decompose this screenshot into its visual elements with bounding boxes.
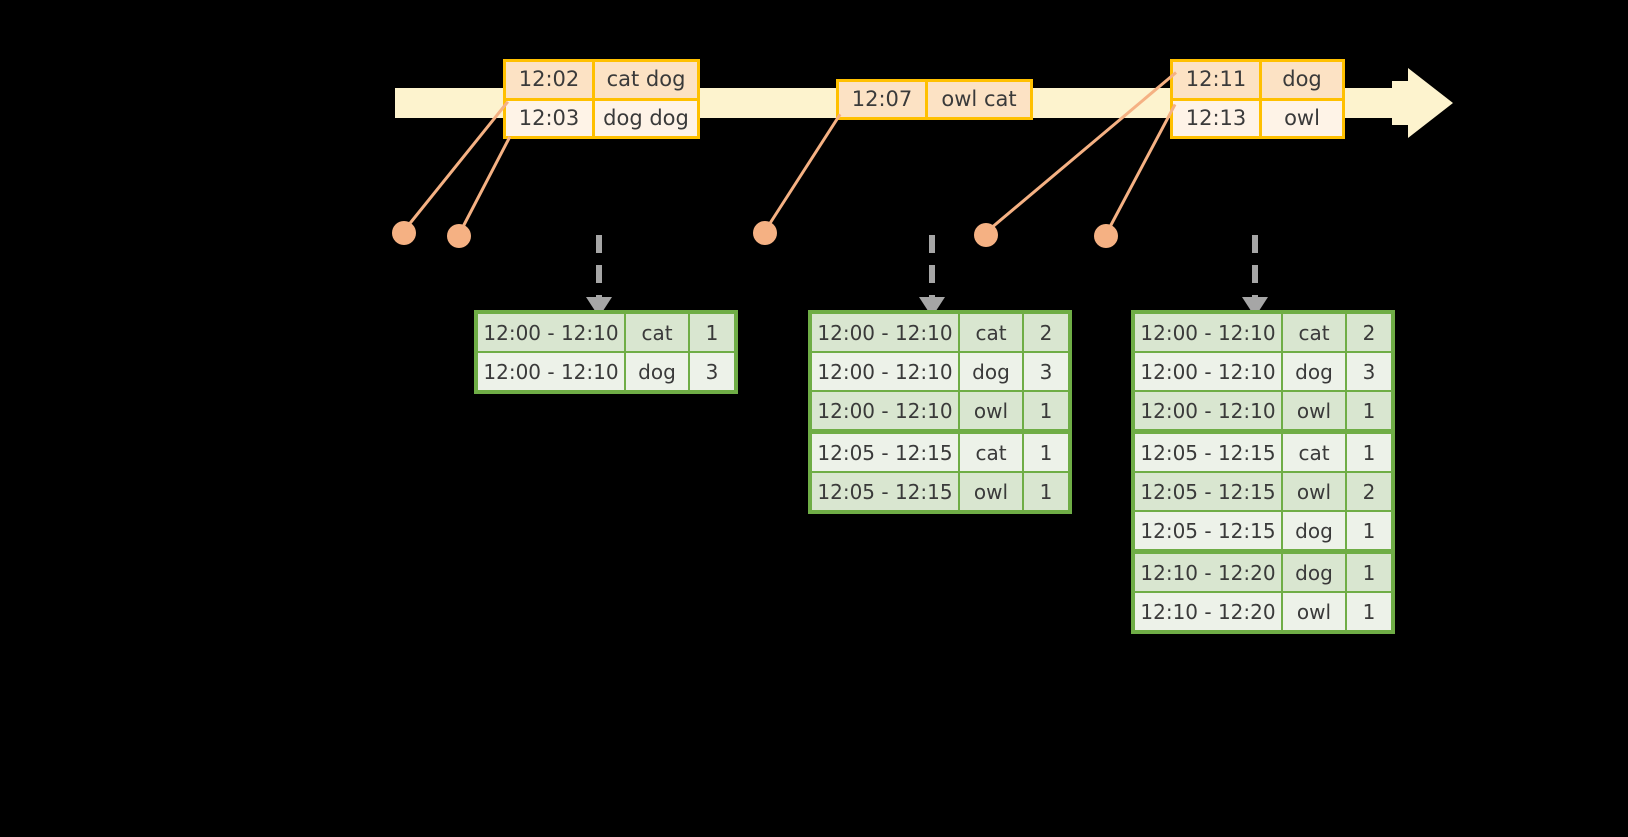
event-box-12-02-12-03[interactable]: 12:02 cat dog 12:03 dog dog (503, 59, 700, 139)
window-cell: 12:05 - 12:15 (812, 473, 958, 510)
word-cell: owl (1283, 593, 1345, 630)
count-cell: 1 (1347, 392, 1391, 429)
event-time: 12:07 (839, 82, 925, 117)
word-cell: owl (1283, 392, 1345, 429)
word-cell: dog (1283, 554, 1345, 591)
window-cell: 12:05 - 12:15 (1135, 512, 1281, 549)
count-cell: 3 (690, 353, 734, 390)
arrow-to-table-1 (596, 235, 602, 297)
event-row: 12:02 cat dog (506, 62, 697, 98)
count-cell: 1 (1024, 473, 1068, 510)
count-cell: 2 (1347, 314, 1391, 351)
count-cell: 1 (1024, 392, 1068, 429)
window-cell: 12:05 - 12:15 (1135, 434, 1281, 471)
window-cell: 12:00 - 12:10 (812, 392, 958, 429)
event-row: 12:11 dog (1173, 62, 1342, 98)
count-cell: 1 (1347, 554, 1391, 591)
arrow-to-table-3 (1252, 235, 1258, 297)
word-cell: dog (626, 353, 688, 390)
window-cell: 12:10 - 12:20 (1135, 554, 1281, 591)
count-cell: 3 (1347, 353, 1391, 390)
dot-12-13 (1094, 224, 1118, 248)
event-words: cat dog (592, 62, 697, 98)
count-cell: 1 (1347, 512, 1391, 549)
dot-12-07 (753, 221, 777, 245)
count-cell: 1 (690, 314, 734, 351)
window-cell: 12:00 - 12:10 (1135, 392, 1281, 429)
count-cell: 1 (1347, 434, 1391, 471)
window-cell: 12:10 - 12:20 (1135, 593, 1281, 630)
event-box-12-07[interactable]: 12:07 owl cat (836, 79, 1033, 120)
word-cell: cat (1283, 434, 1345, 471)
line-12-07 (764, 113, 842, 231)
event-words: owl cat (925, 82, 1030, 117)
window-cell: 12:00 - 12:10 (812, 314, 958, 351)
window-cell: 12:00 - 12:10 (812, 353, 958, 390)
dot-12-11 (974, 223, 998, 247)
event-row: 12:03 dog dog (506, 97, 697, 136)
word-cell: owl (960, 392, 1022, 429)
event-time: 12:03 (506, 100, 592, 136)
word-cell: cat (960, 314, 1022, 351)
event-row: 12:13 owl (1173, 97, 1342, 136)
event-time: 12:13 (1173, 100, 1259, 136)
word-cell: dog (1283, 353, 1345, 390)
dot-12-03 (447, 224, 471, 248)
dot-12-02 (392, 221, 416, 245)
count-cell: 2 (1347, 473, 1391, 510)
timeline-arrow-head-icon (1408, 68, 1453, 138)
word-cell: cat (626, 314, 688, 351)
event-words: dog (1259, 62, 1342, 98)
word-cell: dog (1283, 512, 1345, 549)
window-cell: 12:00 - 12:10 (478, 314, 624, 351)
count-cell: 3 (1024, 353, 1068, 390)
timeline-arrow-stem (1392, 81, 1412, 125)
word-cell: owl (960, 473, 1022, 510)
word-cell: dog (960, 353, 1022, 390)
event-words: dog dog (592, 100, 697, 136)
event-time: 12:02 (506, 62, 592, 98)
window-cell: 12:05 - 12:15 (812, 434, 958, 471)
event-words: owl (1259, 100, 1342, 136)
window-cell: 12:00 - 12:10 (1135, 314, 1281, 351)
window-cell: 12:00 - 12:10 (1135, 353, 1281, 390)
count-cell: 1 (1024, 434, 1068, 471)
word-cell: cat (960, 434, 1022, 471)
arrow-to-table-2 (929, 235, 935, 297)
window-cell: 12:05 - 12:15 (1135, 473, 1281, 510)
event-box-12-11-12-13[interactable]: 12:11 dog 12:13 owl (1170, 59, 1345, 139)
event-row: 12:07 owl cat (839, 82, 1030, 117)
count-cell: 2 (1024, 314, 1068, 351)
word-cell: cat (1283, 314, 1345, 351)
count-cell: 1 (1347, 593, 1391, 630)
word-cell: owl (1283, 473, 1345, 510)
event-time: 12:11 (1173, 62, 1259, 98)
window-cell: 12:00 - 12:10 (478, 353, 624, 390)
